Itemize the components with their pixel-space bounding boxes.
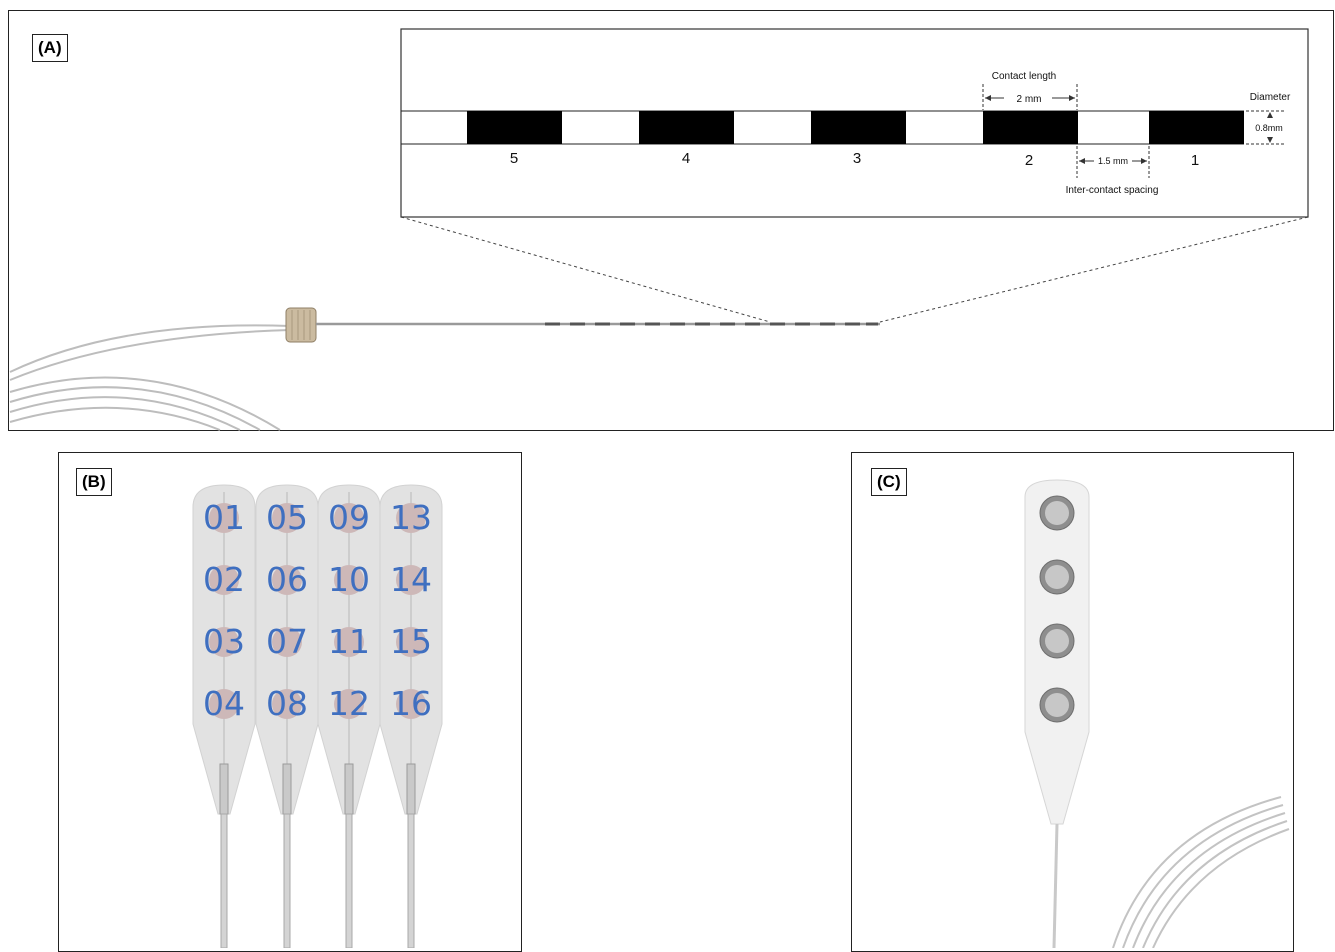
grid-contact: [272, 503, 302, 533]
spacing-value: 1.5 mm: [1098, 156, 1128, 166]
grid-contact-number: 06: [266, 560, 308, 599]
grid-contact: [272, 565, 302, 595]
grid-lead-tube: [345, 813, 353, 948]
strip-contact-face: [1045, 501, 1069, 525]
grid-contact: [272, 627, 302, 657]
panel-a-label: (A): [32, 34, 68, 62]
strip-contact-face: [1045, 693, 1069, 717]
grid-contact-number: 16: [390, 684, 432, 723]
grid-contact-number: 14: [390, 560, 432, 599]
strip-contact-face: [1045, 565, 1069, 589]
contact-number: 4: [682, 150, 690, 167]
contact-number: 1: [1191, 152, 1199, 169]
strip-contact-face: [1045, 629, 1069, 653]
grid-lead-connector: [282, 763, 292, 815]
anchor-bolt: [285, 307, 317, 343]
contact-length-title: Contact length: [992, 71, 1057, 82]
diameter-value: 0.8mm: [1255, 123, 1283, 133]
grid-lead-tube: [283, 813, 291, 948]
strip-electrode-diagram: [1024, 479, 1290, 948]
grid-contact-number: 02: [203, 560, 245, 599]
grid-contact: [209, 503, 239, 533]
zoom-line-right: [879, 216, 1309, 323]
grid-contact-number: 08: [266, 684, 308, 723]
panel-c-label: (C): [871, 468, 907, 496]
grid-contact-number: 13: [390, 498, 432, 537]
grid-contact: [334, 503, 364, 533]
grid-contact: [209, 565, 239, 595]
grid-contact: [396, 689, 426, 719]
diameter-title: Diameter: [1250, 92, 1291, 103]
grid-contact-number: 07: [266, 622, 308, 661]
grid-lead-connector: [406, 763, 416, 815]
grid-lead-connector: [219, 763, 229, 815]
strip-coiled-wire: [1112, 796, 1290, 948]
grid-contact: [334, 565, 364, 595]
grid-contact: [334, 627, 364, 657]
inset-contacts: [467, 111, 1244, 144]
grid-contact: [334, 689, 364, 719]
grid-contact-number: 12: [328, 684, 370, 723]
panel-b-label: (B): [76, 468, 112, 496]
grid-contact-number: 10: [328, 560, 370, 599]
zoom-line-left: [400, 216, 771, 323]
grid-lead-tube: [220, 813, 228, 948]
grid-lead-connector: [344, 763, 354, 815]
grid-lead-tube: [407, 813, 415, 948]
spacing-title: Inter-contact spacing: [1066, 185, 1159, 196]
contact-number: 2: [1025, 152, 1033, 169]
grid-contact-number: 03: [203, 622, 245, 661]
grid-contact-number: 04: [203, 684, 245, 723]
coiled-lead-wire: [9, 324, 291, 431]
grid-contact-number: 09: [328, 498, 370, 537]
contact-number: 3: [853, 150, 861, 167]
grid-electrode-diagram: 01 05 09 13 02 06 10 14 03 07 11 15 04 08 12 16: [192, 484, 443, 948]
grid-contact-number: 11: [328, 622, 370, 661]
grid-contact-number: 05: [266, 498, 308, 537]
grid-contact: [396, 565, 426, 595]
grid-contact-number: 01: [203, 498, 245, 537]
grid-contact: [209, 689, 239, 719]
grid-contact: [272, 689, 302, 719]
grid-contact: [396, 627, 426, 657]
contact-number: 5: [510, 150, 518, 167]
contact-length-value: 2 mm: [1017, 94, 1042, 105]
grid-contact: [209, 627, 239, 657]
grid-contact-number: 15: [390, 622, 432, 661]
depth-electrode-diagram: 5 4 3 2 1 Contact length 2 mm 1.5 mm Int…: [9, 28, 1309, 431]
grid-contact: [396, 503, 426, 533]
